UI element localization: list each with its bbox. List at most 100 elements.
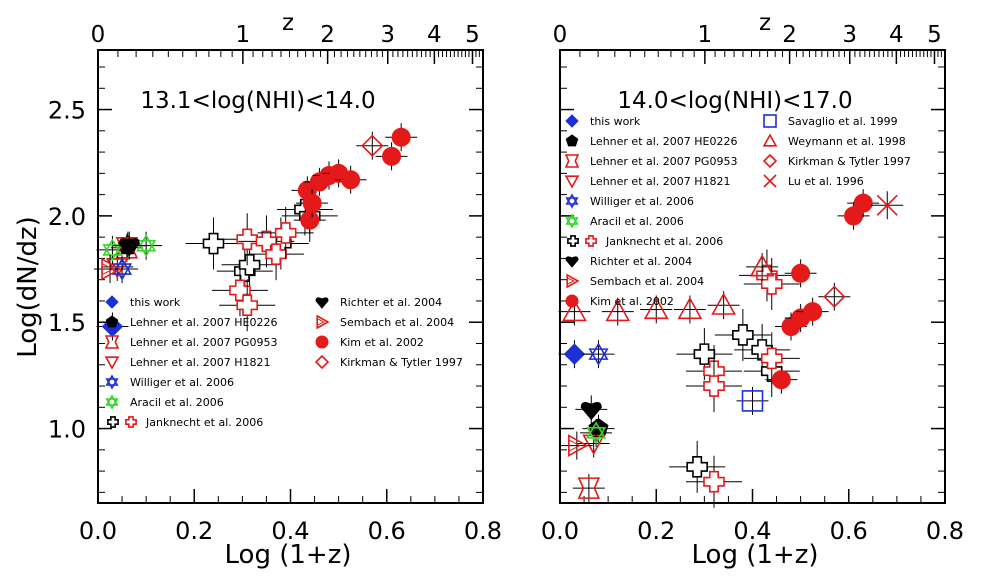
legend-label: Lehner et al. 2007 PG0953 (590, 155, 737, 168)
legend-label: Janknecht et al. 2006 (145, 416, 263, 429)
data-point (703, 375, 725, 397)
data-point (711, 292, 736, 315)
data-point (563, 343, 586, 365)
data-point (202, 232, 225, 255)
legend-label: Kirkman & Tytler 1997 (340, 356, 463, 369)
panel-title: 13.1<log(NHI)<14.0 (140, 88, 375, 114)
legend-marker (762, 133, 778, 147)
legend-label: Aracil et al. 2006 (590, 215, 684, 228)
top-axis-label: z (759, 10, 771, 36)
legend-label: Williger et al. 2006 (590, 195, 694, 208)
panel-left: 13.1<log(NHI)<14.0 Log (1+z) Log(dN/dz) … (13, 10, 502, 570)
data-point (391, 127, 411, 147)
legend-label: Kim et al. 2002 (590, 295, 674, 308)
top-tick-label: 4 (427, 22, 442, 48)
data-point (643, 296, 669, 320)
data-point-b (111, 263, 133, 281)
data-point (876, 194, 898, 216)
data-point (693, 343, 716, 365)
y-tick-label: 2.0 (48, 203, 86, 231)
x-tick-label: 0.8 (464, 517, 502, 545)
data-point (749, 254, 775, 277)
legend-marker (564, 154, 580, 168)
data-point (686, 456, 708, 478)
legend-marker (566, 273, 580, 289)
legend-marker (107, 416, 119, 428)
data-point (111, 257, 133, 275)
legend-marker (316, 314, 330, 330)
top-tick-label: 2 (782, 22, 797, 48)
data-point (102, 238, 123, 256)
data-point-b (102, 244, 123, 262)
data-point-inner (568, 439, 581, 452)
data-point (844, 206, 864, 226)
legend-marker-b (585, 235, 597, 247)
legend-marker (564, 175, 580, 189)
legend-marker (104, 356, 120, 370)
legend-marker (314, 354, 330, 370)
data-point (582, 434, 606, 456)
legend-label: Lehner et al. 2007 PG0953 (130, 336, 277, 349)
x-tick-label: 0.0 (541, 517, 579, 545)
data-point (118, 238, 140, 257)
data-point (361, 134, 384, 157)
y-axis-label: Log(dN/dz) (13, 216, 43, 358)
legend-label: Savaglio et al. 1999 (788, 115, 898, 128)
data-point (274, 222, 297, 244)
y-tick-label: 1.5 (48, 309, 86, 337)
legend-label: Lehner et al. 2007 H1821 (590, 175, 731, 188)
top-tick-label: 1 (698, 22, 713, 48)
legend-marker (763, 174, 777, 188)
data-point (586, 421, 607, 439)
data-point (265, 243, 287, 265)
data-point (771, 370, 791, 390)
legend-marker-b (105, 398, 119, 410)
data-point (300, 210, 320, 230)
legend-marker-inner (566, 276, 575, 286)
data-point (605, 298, 631, 322)
data-point (588, 342, 609, 360)
data-point (732, 324, 754, 346)
legend-marker (565, 256, 579, 268)
legend-label: Lehner et al. 2007 HE0226 (130, 316, 278, 329)
legend-label: Sembach et al. 2004 (590, 275, 704, 288)
data-point (677, 296, 703, 320)
legend-marker (105, 315, 119, 328)
data-point (741, 390, 764, 412)
top-axis-label: z (282, 10, 294, 36)
top-tick-label: 2 (320, 22, 335, 48)
legend-label: Kim et al. 2002 (340, 336, 424, 349)
legend-label: Williger et al. 2006 (130, 376, 234, 389)
legend-marker (565, 134, 579, 147)
top-tick-label: 0 (91, 22, 106, 48)
data-point (823, 285, 846, 308)
x-tick-label: 0.6 (830, 517, 868, 545)
legend-label: this work (130, 296, 181, 309)
legend-marker (762, 153, 778, 169)
data-point-inner (101, 262, 115, 276)
legend-marker (763, 114, 777, 128)
legend-label: Lehner et al. 2007 H1821 (130, 356, 271, 369)
data-point-b (586, 427, 607, 445)
x-tick-label: 0.2 (175, 517, 213, 545)
data-point (577, 477, 601, 499)
legend-label: Weymann et al. 1998 (788, 135, 906, 148)
data-point-b (136, 239, 157, 258)
data-point (760, 347, 783, 370)
data-point (236, 294, 258, 317)
legend-marker (567, 235, 579, 247)
legend-marker (105, 374, 119, 386)
legend-marker (565, 193, 579, 205)
legend-marker (105, 295, 119, 309)
x-tick-label: 0.8 (926, 517, 964, 545)
legend-marker-b (565, 217, 579, 229)
legend-marker-b (105, 378, 119, 390)
top-tick-label: 0 (553, 22, 568, 48)
legend-marker-b (125, 416, 137, 428)
data-point (238, 254, 261, 276)
data-point-b (588, 348, 609, 366)
x-tick-label: 0.4 (733, 517, 771, 545)
plot-frame (97, 49, 484, 504)
data-point (703, 470, 725, 493)
